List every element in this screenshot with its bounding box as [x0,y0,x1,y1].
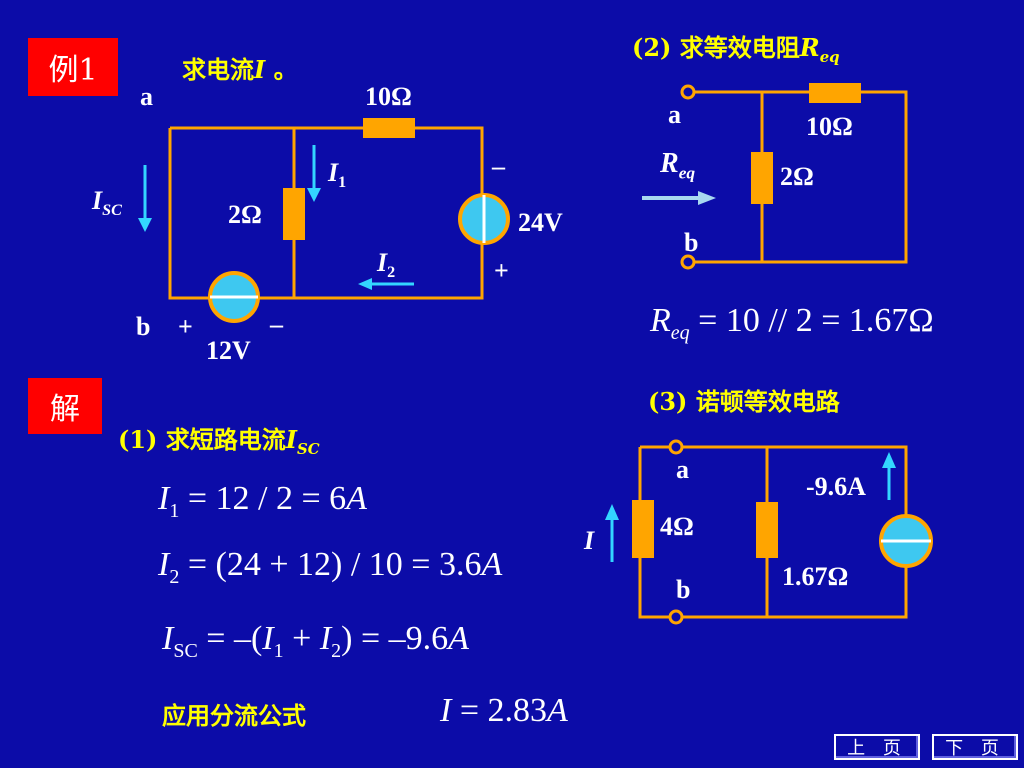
resistor-10ohm [363,118,415,138]
equation-isc: ISC = –(I1 + I2) = –9.6A [162,620,469,662]
resistor-1.67ohm [756,502,778,558]
resistor-2ohm [283,188,305,240]
example-tag: 例1 [28,38,118,96]
prev-page-button[interactable]: 上 页 [834,734,920,760]
equation-i1: I1 = 12 / 2 = 6A [158,480,367,522]
resistor-2ohm [751,152,773,204]
circuit-2 [642,83,908,270]
apply-divider-text: 应用分流公式 [162,701,306,730]
resistor-10ohm-label: 10Ω [806,112,853,141]
resistor-2ohm-label: 2Ω [228,200,262,229]
circuit-3 [605,439,933,625]
polarity-minus-24v: – [492,152,505,181]
step3-title: (3) 诺顿等效电路 [648,387,840,416]
problem-statement: 求电流I 。 [182,55,298,84]
resistor-10ohm-label: 10Ω [365,82,412,111]
equation-i: I = 2.83A [440,692,568,729]
terminal-b [680,254,696,270]
terminal-a [668,439,684,455]
node-b-label: b [684,228,699,257]
step1-title: (1) 求短路电流ISC [118,425,320,458]
circuit-1-wires [168,126,484,300]
node-b-label: b [676,575,691,604]
node-b-label: b [136,312,151,341]
step2-title: (2) 求等效电阻Req [632,33,840,66]
resistor-1.67ohm-label: 1.67Ω [782,562,849,591]
resistor-4ohm-label: 4Ω [660,512,694,541]
polarity-plus-24v: + [494,256,509,285]
current-i2-label: I2 [377,248,396,282]
node-a-label: a [668,100,681,129]
terminal-a [680,84,696,100]
current-i-label: I [584,526,595,555]
current-source-label: -9.6A [806,472,866,501]
resistor-4ohm [632,500,654,558]
current-isc-label: ISC [92,186,122,220]
req-label: Req [660,148,696,183]
circuit-1 [138,118,510,323]
node-a-label: a [676,455,689,484]
voltage-12v-label: 12V [206,336,251,365]
next-page-button[interactable]: 下 页 [932,734,1018,760]
equation-i2: I2 = (24 + 12) / 10 = 3.6A [158,546,503,588]
req-formula: Req = 10 // 2 = 1.67Ω [650,302,934,344]
polarity-minus-12v: – [270,310,283,339]
node-a-label: a [140,82,153,111]
polarity-plus-12v: + [178,312,193,341]
resistor-10ohm [809,83,861,103]
terminal-b [668,609,684,625]
current-i1-label: I1 [328,158,347,192]
resistor-2ohm-label: 2Ω [780,162,814,191]
solution-tag: 解 [28,378,102,434]
voltage-24v-label: 24V [518,208,563,237]
